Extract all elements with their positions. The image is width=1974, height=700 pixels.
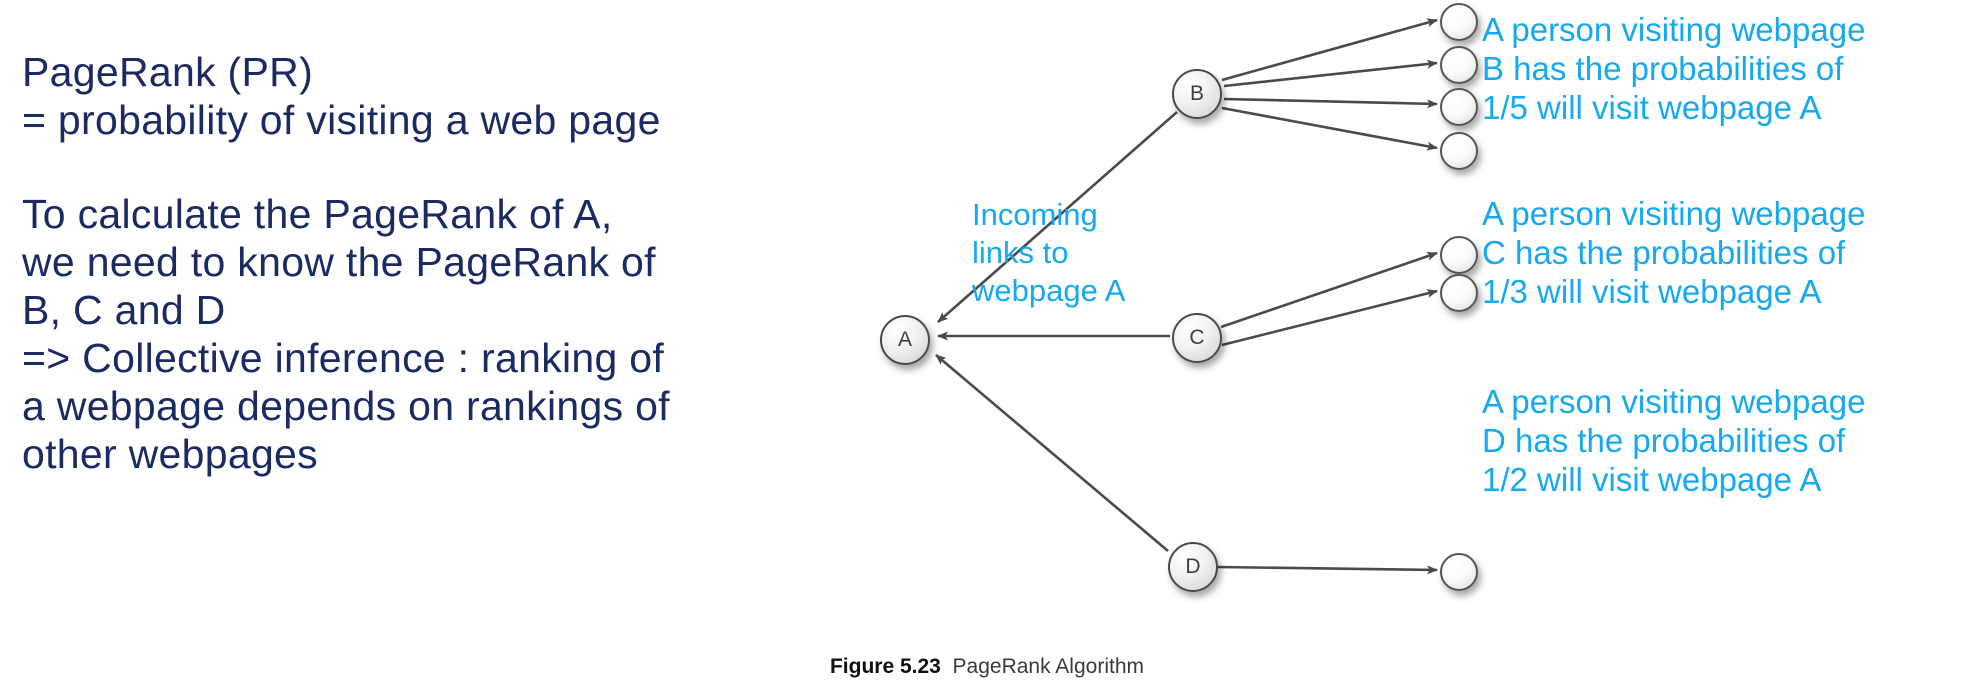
edge-b-to-leaf-1 (1221, 18, 1438, 82)
left-text-panel: PageRank (PR) = probability of visiting … (22, 48, 722, 478)
graph-leaf-node-b-2[interactable] (1440, 46, 1478, 84)
graph-leaf-node-c-1[interactable] (1440, 236, 1478, 274)
graph-node-d-label: D (1185, 555, 1201, 578)
graph-leaf-node-c-2[interactable] (1440, 274, 1478, 312)
graph-leaf-node-d-1[interactable] (1440, 553, 1478, 591)
graph-node-a-label: A (897, 328, 912, 351)
edge-b-to-leaf-2 (1223, 59, 1438, 88)
graph-node-c[interactable]: C (1172, 313, 1222, 363)
pagerank-explanation-text: To calculate the PageRank of A, we need … (22, 191, 670, 477)
annotation-webpage-c: A person visiting webpage C has the prob… (1482, 195, 1866, 310)
graph-node-a[interactable]: A (880, 315, 930, 365)
edge-c-to-leaf-1 (1220, 251, 1438, 329)
figure-caption-label: Figure 5.23 (829, 655, 941, 678)
text-paragraph-gap (22, 144, 722, 190)
graph-node-b-label: B (1189, 82, 1204, 105)
graph-leaf-node-b-3[interactable] (1440, 88, 1478, 126)
graph-leaf-node-b-1[interactable] (1440, 3, 1478, 41)
edge-b-to-leaf-3 (1223, 97, 1438, 109)
annotation-webpage-d: A person visiting webpage D has the prob… (1482, 383, 1866, 498)
incoming-links-label: Incoming links to webpage A (972, 197, 1126, 308)
edge-d-to-a (935, 354, 1169, 552)
graph-node-d[interactable]: D (1168, 542, 1218, 592)
pagerank-definition-text: PageRank (PR) = probability of visiting … (22, 49, 661, 143)
figure-caption: Figure 5.23 PageRank Algorithm (0, 655, 1974, 679)
graph-node-b[interactable]: B (1172, 69, 1222, 119)
edge-c-to-leaf-2 (1221, 289, 1438, 347)
annotation-webpage-b: A person visiting webpage B has the prob… (1482, 11, 1866, 126)
edge-d-to-leaf-1 (1215, 565, 1438, 575)
graph-node-c-label: C (1189, 326, 1205, 349)
edge-b-to-leaf-4 (1221, 106, 1438, 151)
figure-caption-title: PageRank Algorithm (952, 655, 1144, 678)
graph-leaf-node-b-4[interactable] (1440, 132, 1478, 170)
